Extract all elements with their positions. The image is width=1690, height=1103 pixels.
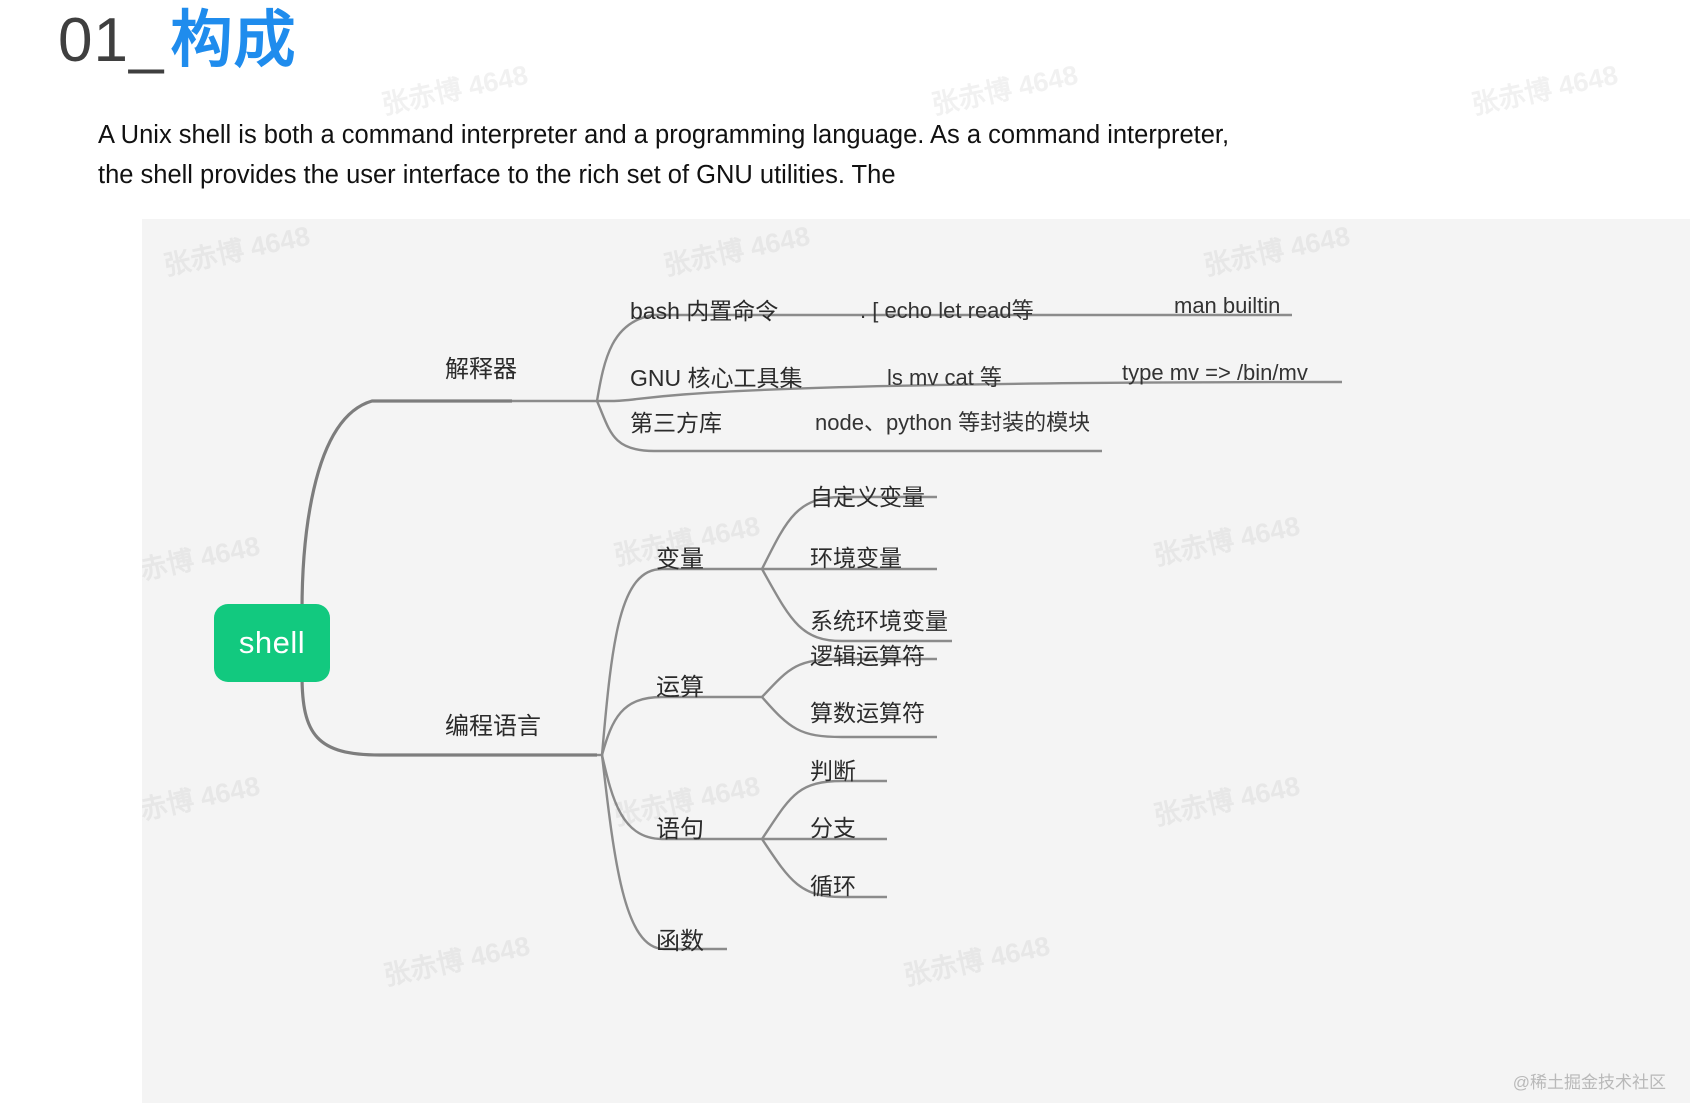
mindmap-node-branch[interactable]: 分支 xyxy=(810,815,856,841)
mindmap-node-logical-operator[interactable]: 逻辑运算符 xyxy=(810,643,925,669)
mindmap-node-third-party[interactable]: 第三方库 xyxy=(630,410,722,436)
mindmap-node-language[interactable]: 编程语言 xyxy=(445,713,541,740)
mindmap-node-gnu-coreutils[interactable]: GNU 核心工具集 xyxy=(630,365,803,391)
mindmap-node-arithmetic-operator[interactable]: 算数运算符 xyxy=(810,700,925,726)
credit-watermark: @稀土掘金技术社区 xyxy=(1512,1073,1666,1092)
mindmap-node-function[interactable]: 函数 xyxy=(656,928,704,955)
mindmap-node-loop[interactable]: 循环 xyxy=(810,873,856,899)
mindmap-node-operations[interactable]: 运算 xyxy=(656,674,704,701)
mindmap-node-bash-builtin[interactable]: bash 内置命令 xyxy=(630,298,779,324)
mindmap-node-custom-variable[interactable]: 自定义变量 xyxy=(810,484,925,510)
mindmap-extra-bash-builtin: man builtin xyxy=(1174,293,1281,318)
mindmap-node-condition[interactable]: 判断 xyxy=(810,758,856,784)
mindmap-node-env-variable[interactable]: 环境变量 xyxy=(810,545,902,571)
page-title-keyword: 构成 xyxy=(170,6,297,75)
mindmap-root-shell[interactable]: shell xyxy=(214,604,330,682)
mindmap-node-system-env-variable[interactable]: 系统环境变量 xyxy=(810,608,948,634)
mindmap-extra-gnu-coreutils: type mv => /bin/mv xyxy=(1122,360,1308,385)
page-title-number: 01_ xyxy=(58,6,165,75)
watermark: 张赤博 4648 xyxy=(929,59,1081,121)
mindmap-detail-third-party: node、python 等封装的模块 xyxy=(815,410,1091,435)
mindmap-node-variables[interactable]: 变量 xyxy=(656,546,704,573)
watermark: 张赤博 4648 xyxy=(1469,59,1621,121)
mindmap-detail-bash-builtin: . [ echo let read等 xyxy=(860,298,1034,323)
mindmap-canvas: shell 解释器 编程语言 bash 内置命令 . [ echo let re… xyxy=(142,219,1690,1103)
watermark: 张赤博 4648 xyxy=(379,59,531,121)
mindmap-node-statements[interactable]: 语句 xyxy=(656,816,704,843)
mindmap-connectors xyxy=(300,313,1343,951)
intro-paragraph: A Unix shell is both a command interpret… xyxy=(98,121,1230,189)
mindmap-node-interpreter[interactable]: 解释器 xyxy=(445,356,517,383)
page-title: 01_构成 xyxy=(58,4,296,78)
mindmap-detail-gnu-coreutils: ls mv cat 等 xyxy=(887,365,1002,390)
